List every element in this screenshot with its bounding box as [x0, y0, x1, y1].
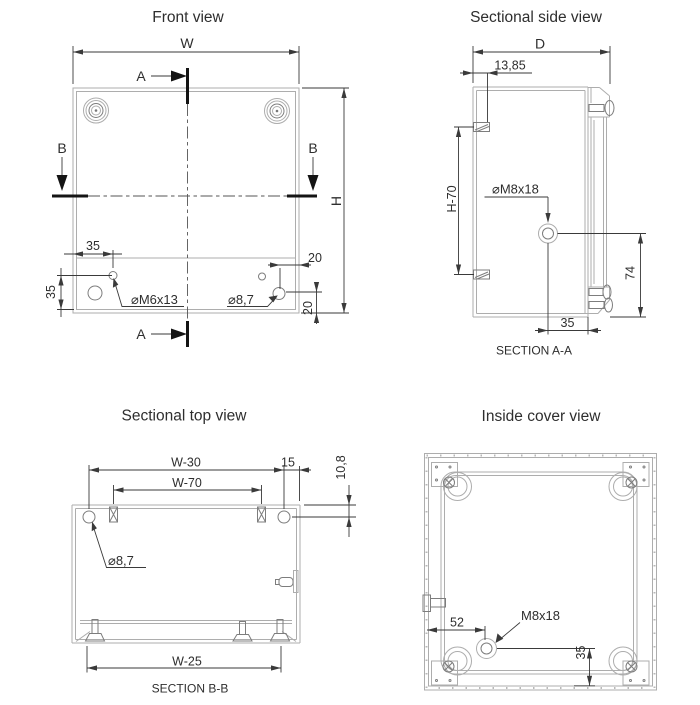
side-stud-m8: [538, 223, 558, 244]
side-view: Sectional side view: [445, 9, 646, 358]
front-dim-20-horizontal: 20: [268, 251, 322, 289]
front-dim-35-top-label: 35: [86, 239, 100, 253]
front-dim-20-v-label: 20: [301, 301, 315, 315]
front-dim-h-label: H: [328, 196, 344, 206]
top-dim-108: 10,8: [292, 455, 356, 537]
section-a-letter-bottom: A: [136, 326, 146, 342]
side-hinge-screw-top: [588, 100, 615, 116]
top-dim-w25: W-25: [86, 646, 282, 673]
side-enclosure-outline: [472, 86, 589, 318]
top-mounting-holes: [82, 510, 291, 524]
section-b-b-label: SECTION B-B: [152, 682, 229, 696]
top-dim-108-label: 10,8: [334, 455, 348, 479]
front-dim-35-left: 35: [44, 268, 112, 317]
cover-corner-top-right: [608, 462, 650, 501]
cover-view-title: Inside cover view: [482, 408, 602, 425]
front-mounting-holes: [87, 271, 286, 301]
top-latch: [275, 570, 299, 593]
top-door-screw-left: [84, 619, 106, 642]
side-dim-1385-label: 13,85: [494, 59, 525, 73]
side-dim-74: 74: [557, 233, 646, 318]
side-wall-bracket-top: [473, 122, 490, 132]
top-dim-15-label: 15: [281, 456, 295, 470]
side-hinge-screw-bottom-2: [588, 297, 613, 313]
top-door-screw-middle: [232, 621, 253, 642]
front-dim-w: W: [72, 35, 300, 84]
front-hole-callout-m6-label: ⌀M6x13: [131, 292, 178, 307]
side-dim-35: 35: [535, 243, 601, 335]
cover-stud-callout-m8: M8x18: [495, 608, 560, 643]
top-dim-w30-label: W-30: [171, 456, 201, 470]
top-door-screw-right: [269, 619, 291, 642]
cover-latch: [422, 594, 446, 612]
front-view-title: Front view: [152, 9, 224, 26]
side-stud-callout-m8: ⌀M8x18: [484, 182, 551, 223]
top-bracket-slot-right: [257, 506, 266, 523]
front-cover-screw-right: [264, 98, 290, 124]
front-section-cut-b: B B: [52, 140, 319, 198]
cover-corner-bottom-right: [608, 646, 650, 686]
side-door-section: [588, 87, 610, 314]
side-view-title: Sectional side view: [470, 9, 603, 26]
front-cover-screw-left: [83, 97, 109, 124]
cover-stud-callout-m8-label: M8x18: [521, 608, 560, 623]
top-dim-w25-label: W-25: [172, 655, 202, 669]
front-dim-20-h-label: 20: [308, 251, 322, 265]
front-section-cut-a: A A: [136, 68, 189, 347]
side-wall-bracket-bottom: [473, 269, 490, 280]
side-dim-d-label: D: [535, 36, 545, 52]
top-view-title: Sectional top view: [122, 408, 248, 425]
cover-dim-52-label: 52: [450, 616, 464, 630]
side-dim-35-label: 35: [561, 316, 575, 330]
cover-dim-35: 35: [497, 646, 595, 687]
front-view: Front view A: [44, 9, 349, 347]
section-a-a-label: SECTION A-A: [496, 344, 572, 358]
side-dim-1385: 13,85: [460, 59, 532, 122]
front-dim-35-top: 35: [64, 239, 122, 268]
section-b-letter-left: B: [57, 140, 66, 156]
front-dim-h: H: [302, 87, 349, 314]
cover-stud-m8: [476, 638, 497, 659]
cover-dim-35-label: 35: [574, 646, 588, 660]
cover-outline: [424, 453, 657, 691]
side-stud-callout-m8-label: ⌀M8x18: [492, 182, 539, 197]
top-dim-w70: W-70: [113, 476, 262, 504]
cover-dim-52: 52: [427, 616, 486, 640]
side-dim-h70-label: H-70: [445, 185, 459, 212]
cover-corner-bottom-left: [431, 646, 472, 686]
front-hole-callout-m6: ⌀M6x13: [112, 278, 184, 307]
top-dim-w30: W-30: [88, 456, 285, 509]
top-hole-callout-87-label: ⌀8,7: [108, 553, 134, 568]
top-view: Sectional top view: [71, 408, 356, 696]
front-dim-w-label: W: [180, 35, 194, 51]
front-enclosure-outline: [72, 87, 300, 314]
cover-corner-top-left: [431, 462, 472, 501]
top-enclosure-outline: [71, 504, 301, 618]
section-a-letter-top: A: [136, 68, 146, 84]
front-dim-20-vertical: 20: [286, 282, 322, 324]
section-b-letter-right: B: [308, 140, 317, 156]
side-dim-d: D: [472, 36, 611, 84]
top-dim-w70-label: W-70: [172, 476, 202, 490]
cover-view: Inside cover view: [422, 408, 657, 691]
front-hole-callout-87-label: ⌀8,7: [228, 292, 254, 307]
side-dim-h70: H-70: [445, 126, 474, 275]
top-bracket-slot-left: [109, 506, 118, 523]
top-hole-callout-87: ⌀8,7: [91, 521, 146, 568]
top-dim-15: 15: [281, 456, 311, 501]
front-dim-35-left-label: 35: [44, 285, 58, 299]
front-hole-callout-87: ⌀8,7: [227, 292, 278, 307]
top-door-section: [71, 618, 301, 644]
side-dim-74-label: 74: [624, 266, 638, 280]
